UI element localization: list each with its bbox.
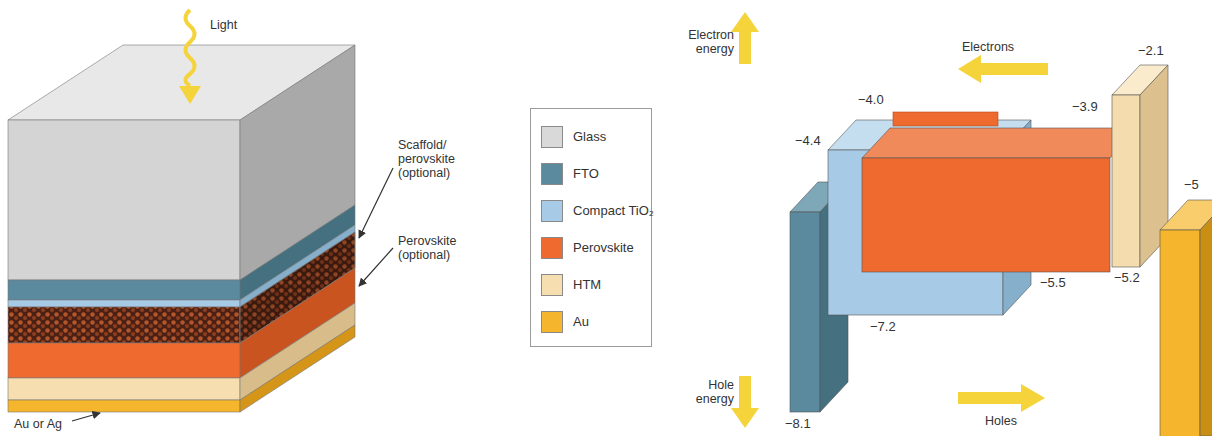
- legend-row: Compact TiO₂: [531, 192, 651, 229]
- legend-text: Au: [573, 314, 589, 329]
- legend-text: Perovskite: [573, 240, 634, 255]
- legend-swatch: [541, 126, 563, 148]
- legend-box: GlassFTO Compact TiO₂ PerovskiteHTM Au: [530, 108, 652, 347]
- legend-swatch: [541, 274, 563, 296]
- energy-value: −8.1: [785, 417, 811, 431]
- legend-row: Au: [531, 303, 651, 340]
- axis-label: Electron energy: [672, 28, 734, 56]
- layer-annotation: Perovskite (optional): [398, 234, 498, 262]
- legend-row: FTO: [531, 155, 651, 192]
- legend-swatch: [541, 237, 563, 259]
- energy-value: −4.0: [858, 93, 884, 107]
- legend-row: Perovskite: [531, 229, 651, 266]
- light-arrow: [179, 10, 201, 104]
- direction-arrows: [731, 12, 1048, 428]
- legend-row: Glass: [531, 118, 651, 155]
- energy-value: −7.2: [870, 320, 896, 334]
- flow-label: Holes: [985, 414, 1017, 428]
- legend-swatch: [541, 163, 563, 185]
- legend-text: FTO: [573, 166, 599, 181]
- legend-swatch: [541, 200, 563, 222]
- layer-annotation: Scaffold/ perovskite (optional): [398, 138, 498, 180]
- legend-row: HTM: [531, 266, 651, 303]
- legend-text: HTM: [573, 277, 601, 292]
- energy-value: −4.4: [795, 134, 821, 148]
- legend-text: Glass: [573, 129, 606, 144]
- energy-value: −3.9: [1072, 100, 1098, 114]
- energy-level-diagram: [790, 65, 1212, 436]
- light-label: Light: [210, 18, 237, 32]
- energy-value: −5.2: [1114, 271, 1140, 285]
- energy-value: −2.1: [1138, 44, 1164, 58]
- leader-arrows: [72, 168, 393, 421]
- device-stack: [8, 45, 355, 412]
- axis-label: Hole energy: [672, 378, 734, 406]
- legend-swatch: [541, 311, 563, 333]
- energy-value: −5: [1184, 178, 1199, 192]
- legend-text: Compact TiO₂: [573, 203, 654, 218]
- flow-label: Electrons: [962, 40, 1014, 54]
- electrode-label: Au or Ag: [14, 417, 62, 431]
- energy-value: −5.5: [1040, 276, 1066, 290]
